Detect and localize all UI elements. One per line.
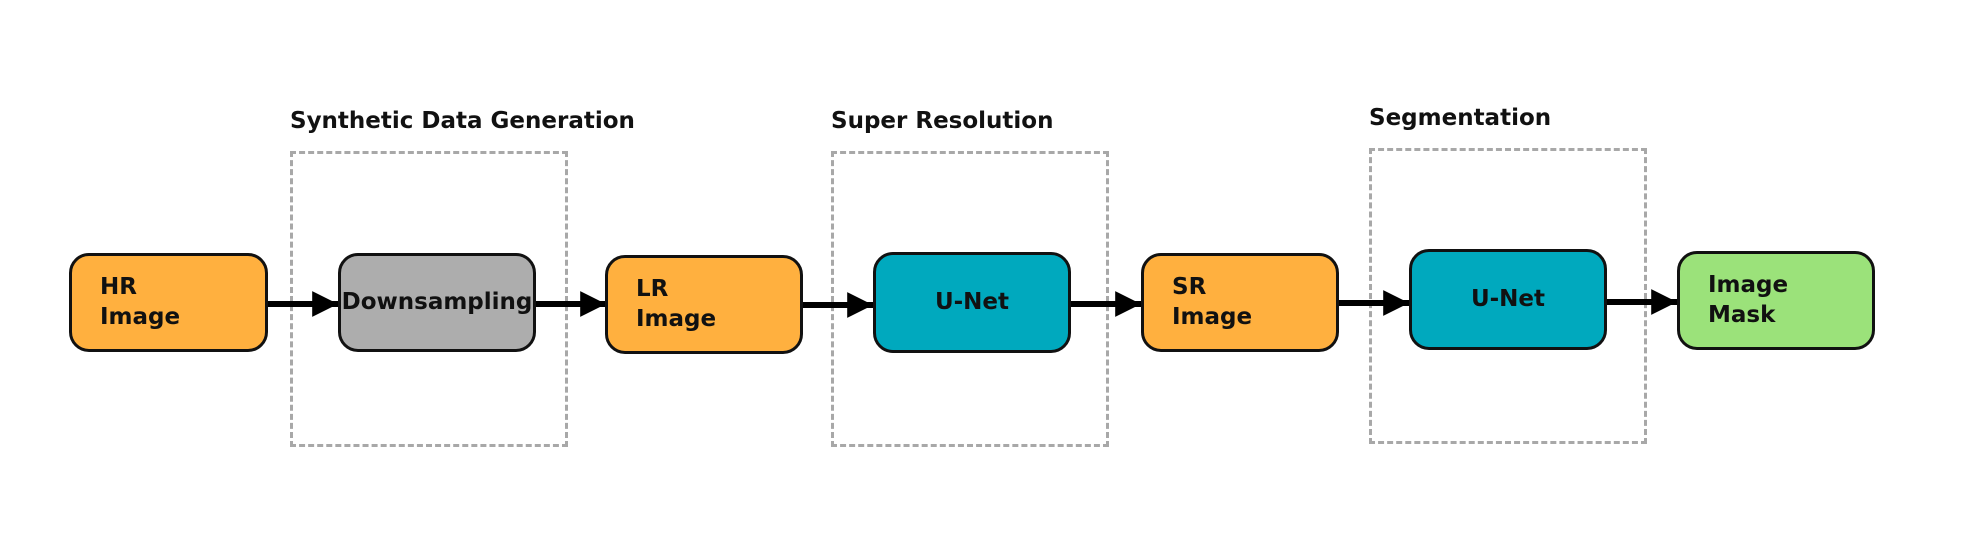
node-image-mask-label: Image Mask [1708,271,1789,328]
node-unet-super-resolution-label: U-Net [934,288,1010,315]
node-lr-image: LR Image [605,255,803,354]
node-downsampling: Downsampling [338,253,536,352]
node-downsampling-label: Downsampling [341,288,533,315]
node-sr-image-label: SR Image [1172,273,1253,330]
group-box-super-resolution [831,151,1109,447]
node-unet-segmentation-label: U-Net [1470,285,1546,312]
node-hr-image: HR Image [69,253,268,352]
group-box-synthetic-data-generation [290,151,568,447]
group-title-segmentation: Segmentation [1369,105,1552,131]
node-unet-segmentation: U-Net [1409,249,1607,350]
node-lr-image-label: LR Image [636,275,717,332]
group-box-segmentation [1369,148,1647,444]
node-sr-image: SR Image [1141,253,1339,352]
node-unet-super-resolution: U-Net [873,252,1071,353]
node-hr-image-label: HR Image [100,273,181,330]
group-title-super-resolution: Super Resolution [831,108,1054,134]
group-title-synthetic-data-generation: Synthetic Data Generation [290,108,635,134]
node-image-mask: Image Mask [1677,251,1875,350]
